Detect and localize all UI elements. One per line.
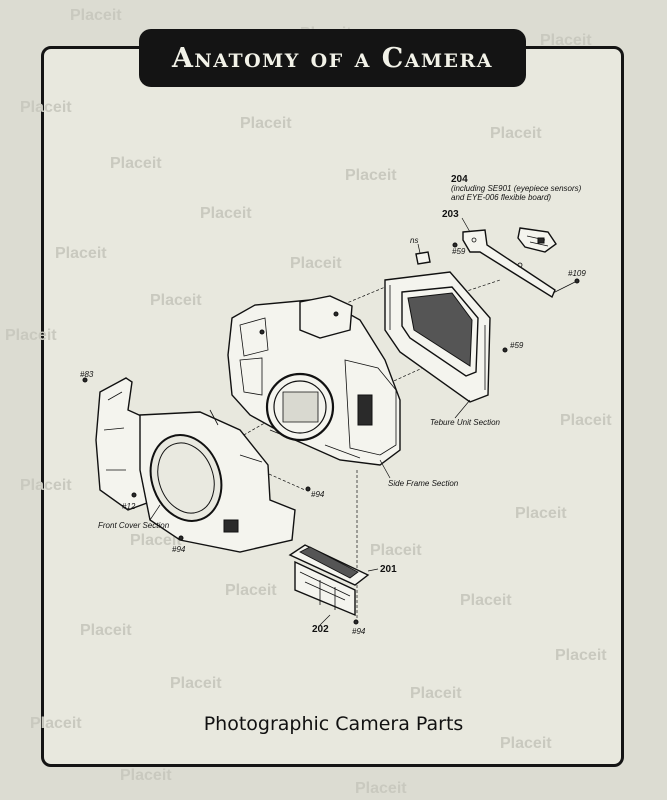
label-201: 201 — [380, 564, 397, 575]
label-tebure-unit: Tebure Unit Section — [430, 418, 501, 427]
frame-rail — [462, 229, 580, 299]
watermark: Placeit — [555, 647, 607, 664]
watermark: Placeit — [345, 167, 397, 184]
watermark: Placeit — [80, 622, 132, 639]
watermark: Placeit — [170, 675, 222, 692]
ns-clip — [415, 242, 458, 265]
label-109: #109 — [568, 269, 586, 278]
camera-body — [227, 295, 401, 466]
label-front-cover: Front Cover Section — [98, 521, 170, 530]
watermark: Placeit — [560, 412, 612, 429]
page-title: Anatomy of a Camera — [171, 42, 494, 74]
diagram-caption: Photographic Camera Parts — [203, 713, 464, 735]
label-94b: #94 — [172, 545, 186, 554]
watermark: Placeit — [150, 292, 202, 309]
label-204: 204 — [451, 174, 468, 185]
watermark-group: Placeit Placeit Placeit Placeit Placeit … — [5, 7, 612, 797]
watermark: Placeit — [515, 505, 567, 522]
watermark: Placeit — [130, 532, 182, 549]
title-badge: Anatomy of a Camera — [139, 29, 526, 87]
watermark: Placeit — [500, 735, 552, 752]
watermark: Placeit — [240, 115, 292, 132]
label-94a: #94 — [311, 490, 325, 499]
label-59b: #59 — [510, 341, 524, 350]
watermark: Placeit — [55, 245, 107, 262]
label-ns: ns — [410, 236, 418, 245]
watermark: Placeit — [70, 7, 122, 24]
watermark: Placeit — [490, 125, 542, 142]
eyepiece-sensor-bracket — [517, 227, 557, 253]
label-side-frame: Side Frame Section — [388, 479, 459, 488]
watermark: Placeit — [20, 477, 72, 494]
watermark: Placeit — [110, 155, 162, 172]
watermark: Placeit — [225, 582, 277, 599]
label-12: #12 — [122, 502, 136, 511]
watermark: Placeit — [20, 99, 72, 116]
front-cover — [82, 377, 311, 553]
label-204-desc-1: (including SE901 (eyepiece sensors) — [451, 184, 582, 193]
label-94c: #94 — [352, 627, 366, 636]
label-202: 202 — [312, 624, 329, 635]
watermark: Placeit — [460, 592, 512, 609]
watermark: Placeit — [370, 542, 422, 559]
watermark: Placeit — [5, 327, 57, 344]
watermark: Placeit — [540, 32, 592, 49]
watermark: Placeit — [120, 767, 172, 784]
label-59a: #59 — [452, 247, 466, 256]
watermark: Placeit — [410, 685, 462, 702]
tebure-unit — [384, 271, 508, 419]
label-83: #83 — [80, 370, 94, 379]
watermark: Placeit — [355, 780, 407, 797]
bottom-plate — [288, 544, 370, 625]
label-204-desc-2: and EYE-006 flexible board) — [451, 193, 551, 202]
leader-lines — [319, 217, 471, 626]
watermark: Placeit — [200, 205, 252, 222]
watermark: Placeit — [30, 715, 82, 732]
watermark: Placeit — [290, 255, 342, 272]
label-203: 203 — [442, 209, 459, 220]
